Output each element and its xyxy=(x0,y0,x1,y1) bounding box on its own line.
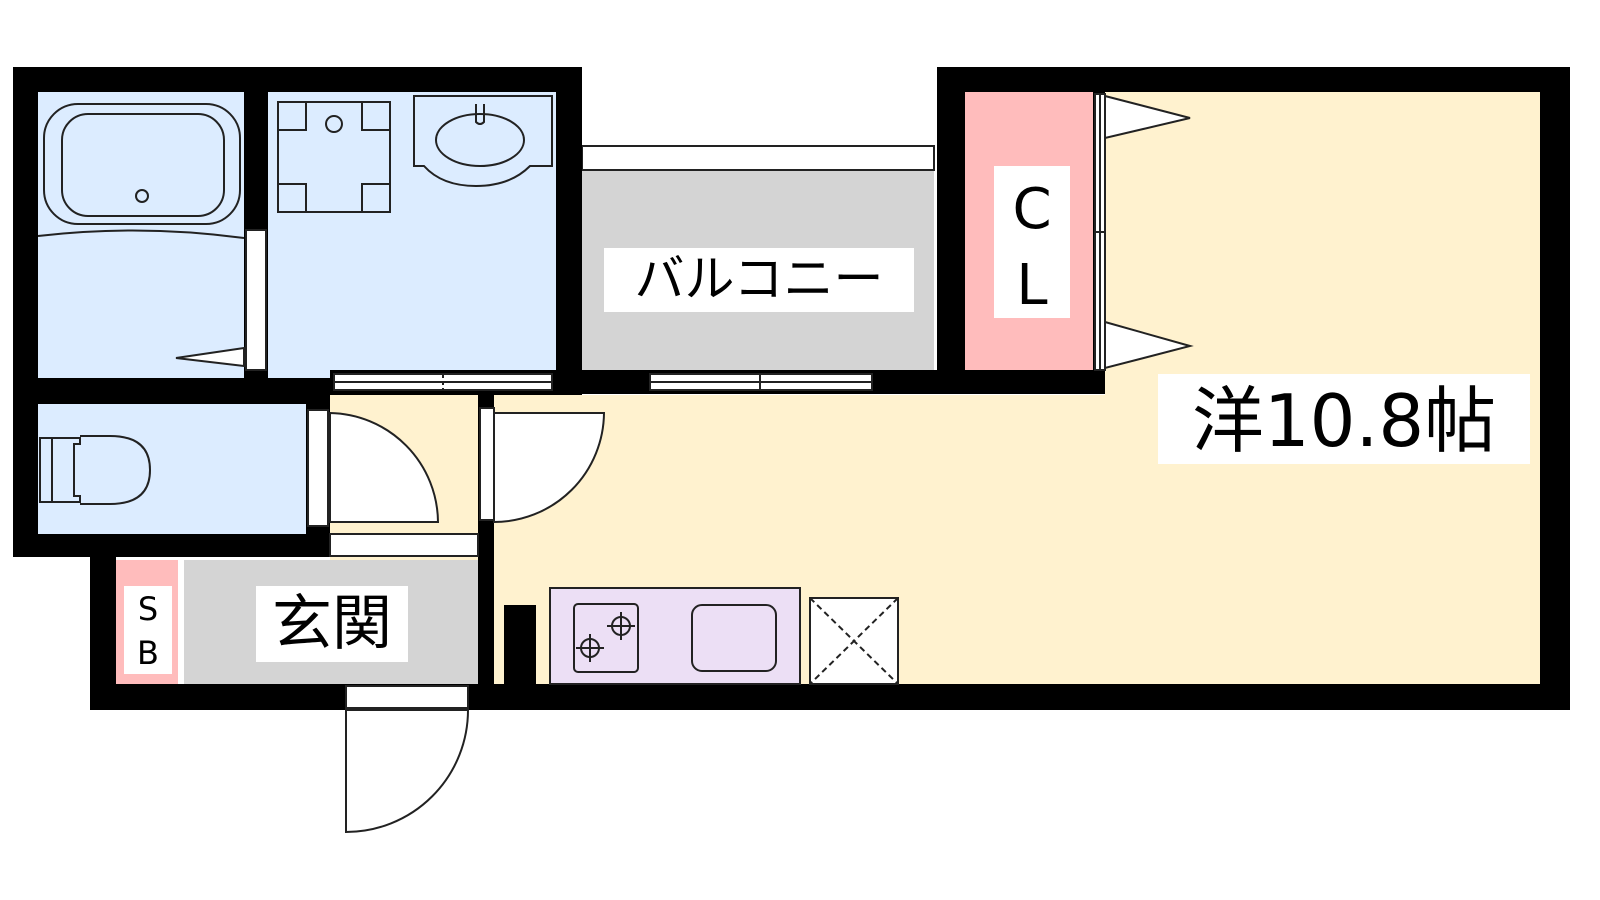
shoe-box-label-top: S xyxy=(138,590,158,628)
wall xyxy=(504,605,536,685)
entrance-label: 玄関 xyxy=(272,589,392,659)
balcony-label: バルコニー xyxy=(635,250,884,308)
closet-label-bottom: L xyxy=(1016,253,1047,318)
wall xyxy=(1540,67,1570,710)
wall xyxy=(90,545,116,700)
toilet-door-swing xyxy=(329,411,440,523)
kitchen-counter xyxy=(549,587,801,685)
western-room-floor xyxy=(490,92,1540,684)
wall xyxy=(937,67,965,390)
shoe-box-label-bottom: B xyxy=(137,634,159,672)
refrigerator-space-icon xyxy=(809,597,899,685)
closet-label-top: C xyxy=(1012,177,1051,242)
toilet-icon xyxy=(39,435,152,505)
walls xyxy=(13,67,1570,710)
door-swings xyxy=(175,94,1194,834)
wall xyxy=(13,67,38,557)
labels: バルコニー C L 洋10.8帖 玄関 S B xyxy=(124,166,1530,674)
bathtub-icon xyxy=(37,103,245,239)
entrance-door-swing xyxy=(345,709,470,834)
wall xyxy=(937,67,1570,92)
balcony-railing xyxy=(581,145,935,171)
wall xyxy=(38,378,330,404)
stove-icon xyxy=(573,603,639,673)
fixtures xyxy=(37,95,899,685)
wall xyxy=(13,67,582,92)
washbasin-icon xyxy=(413,95,553,188)
sink-icon xyxy=(691,604,777,672)
wall xyxy=(90,684,1570,710)
window-opening xyxy=(1104,320,1194,370)
wall xyxy=(556,67,582,390)
openings xyxy=(245,93,1106,709)
wall xyxy=(13,534,330,557)
room-door-swing xyxy=(493,412,606,524)
toilet-floor xyxy=(38,404,306,534)
bath-door-opening xyxy=(175,346,245,368)
western-room-label: 洋10.8帖 xyxy=(1192,379,1496,463)
window-opening xyxy=(1104,94,1191,140)
washing-machine-icon xyxy=(277,101,391,213)
